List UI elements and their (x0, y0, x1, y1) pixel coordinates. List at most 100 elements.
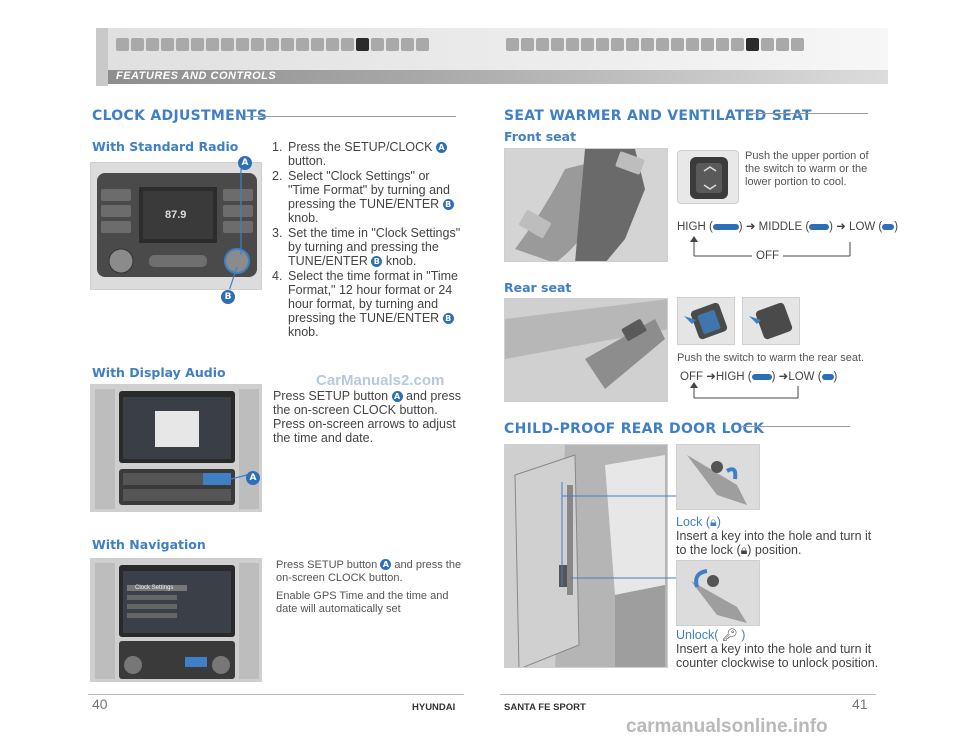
chapter-icon (701, 38, 714, 51)
chapter-icon (296, 38, 309, 51)
lock-title-text: ) (716, 515, 721, 529)
badge-a: A (380, 559, 392, 570)
chapter-icon (596, 38, 609, 51)
chapter-icon (656, 38, 669, 51)
watermark-carmanualsonline: carmanualsonline.info (626, 716, 828, 737)
level-middle-icon (809, 223, 830, 230)
lock-text-part: Insert a key into the hole and turn it t… (676, 529, 872, 557)
display-audio-text-part: and press the on-screen CLOCK button. Pr… (273, 389, 461, 445)
chapter-icon (326, 38, 339, 51)
lock-detail-photo (676, 444, 760, 510)
step-text: Press the SETUP/CLOCK (288, 140, 436, 154)
step-number: 1. (272, 140, 283, 154)
badge-b: B (442, 199, 454, 210)
rear-switch-icon (684, 302, 728, 340)
chapter-icon (236, 38, 249, 51)
step-text: button. (288, 154, 327, 168)
chapter-icon (401, 38, 414, 51)
chapter-icon (161, 38, 174, 51)
step-text: knob. (382, 254, 417, 268)
badge-a: A (391, 391, 403, 402)
level-low-icon (882, 223, 895, 230)
lock-key-illustration (677, 445, 759, 509)
door-lock-leader-lines (561, 482, 678, 586)
rear-low-icon (821, 373, 834, 380)
chapter-icon-strip-right (506, 38, 804, 51)
callout-b-standard: B (221, 290, 235, 304)
front-level-sequence: HIGH () ➜ MIDDLE () ➜ LOW () (677, 219, 898, 233)
rear-off-return-arrow (690, 382, 799, 399)
header-tab (96, 28, 108, 86)
seat-switch-icon (690, 157, 728, 199)
display-audio-title: With Display Audio (92, 365, 226, 380)
unlock-detail-photo (676, 560, 760, 626)
chapter-icon (506, 38, 519, 51)
clock-step: 2.Select "Clock Settings" or "Time Forma… (272, 169, 462, 225)
rear-switch-icon (749, 302, 793, 340)
paren-close: ) (829, 221, 833, 233)
chapter-icon (581, 38, 594, 51)
clock-section-title: CLOCK ADJUSTMENTS (92, 108, 268, 124)
front-seat-photo (504, 148, 668, 262)
chapter-icon (311, 38, 324, 51)
chapter-icon (266, 38, 279, 51)
paren-close: ) (738, 221, 743, 233)
lock-icon: 🔒︎ (710, 515, 717, 529)
rear-low-label: LOW ( (788, 371, 822, 383)
chapter-icon (536, 38, 549, 51)
rear-off-label: OFF (680, 371, 703, 383)
header-label: FEATURES AND CONTROLS (116, 70, 277, 82)
chapter-icon (341, 38, 354, 51)
chapter-icon (641, 38, 654, 51)
navigation-illustration (91, 559, 261, 681)
display-audio-text-part: Press SETUP button (273, 389, 392, 403)
seat-section-title: SEAT WARMER AND VENTILATED SEAT (504, 108, 812, 124)
step-number: 2. (272, 169, 283, 183)
door-lock-title-rule (742, 426, 850, 427)
seat-title-rule (748, 113, 868, 114)
clock-step: 3.Set the time in "Clock Settings" by tu… (272, 226, 462, 268)
navigation-title: With Navigation (92, 537, 206, 552)
clock-title-rule (244, 116, 456, 117)
arrow-right-icon: ➜ (745, 221, 756, 233)
chapter-icon (671, 38, 684, 51)
rear-seat-photo (504, 298, 668, 402)
standard-radio-title: With Standard Radio (92, 139, 239, 154)
badge-b: B (442, 313, 454, 324)
nav-screen-title: Clock Settings (135, 585, 174, 591)
arrow-right-icon: ➜ (836, 221, 846, 233)
lock-title: Lock (🔒︎) (676, 515, 721, 530)
chapter-icon (761, 38, 774, 51)
rear-door-illustration (505, 299, 667, 401)
step-text: Select the time format in "Time Format,"… (288, 269, 459, 325)
chapter-icon (176, 38, 189, 51)
chapter-icon (281, 38, 294, 51)
chapter-icon (221, 38, 234, 51)
rear-switch-photo-1 (677, 297, 735, 345)
rear-seat-title: Rear seat (504, 280, 572, 295)
chapter-icon (551, 38, 564, 51)
standard-radio-illustration (91, 163, 261, 289)
callout-a-display-audio: A (246, 471, 260, 485)
chapter-icon (791, 38, 804, 51)
lock-icon: 🔒︎ (740, 543, 748, 557)
footer-brand: HYUNDAI (412, 702, 456, 713)
unlock-title-text: ) (741, 628, 746, 642)
lock-text-part: ) position. (747, 543, 802, 557)
paren-close: ) (833, 371, 838, 383)
front-seat-desc: Push the upper portion of the switch to … (745, 150, 869, 188)
chapter-icon (731, 38, 744, 51)
level-middle-label: MIDDLE ( (758, 221, 810, 233)
chapter-icon (686, 38, 699, 51)
clock-steps-list: 1.Press the SETUP/CLOCK A button. 2.Sele… (272, 140, 462, 340)
navigation-photo: Clock Settings (90, 558, 262, 682)
display-audio-text: Press SETUP button A and press the on-sc… (273, 389, 463, 445)
footer-rule-right (500, 694, 876, 695)
badge-b: B (371, 256, 383, 267)
front-seat-title: Front seat (504, 129, 577, 144)
clock-step: 4.Select the time format in "Time Format… (272, 269, 462, 339)
rear-door-photo (504, 444, 668, 668)
chapter-icon (566, 38, 579, 51)
chapter-icon (626, 38, 639, 51)
radio-frequency-display: 87.9 (165, 209, 187, 221)
